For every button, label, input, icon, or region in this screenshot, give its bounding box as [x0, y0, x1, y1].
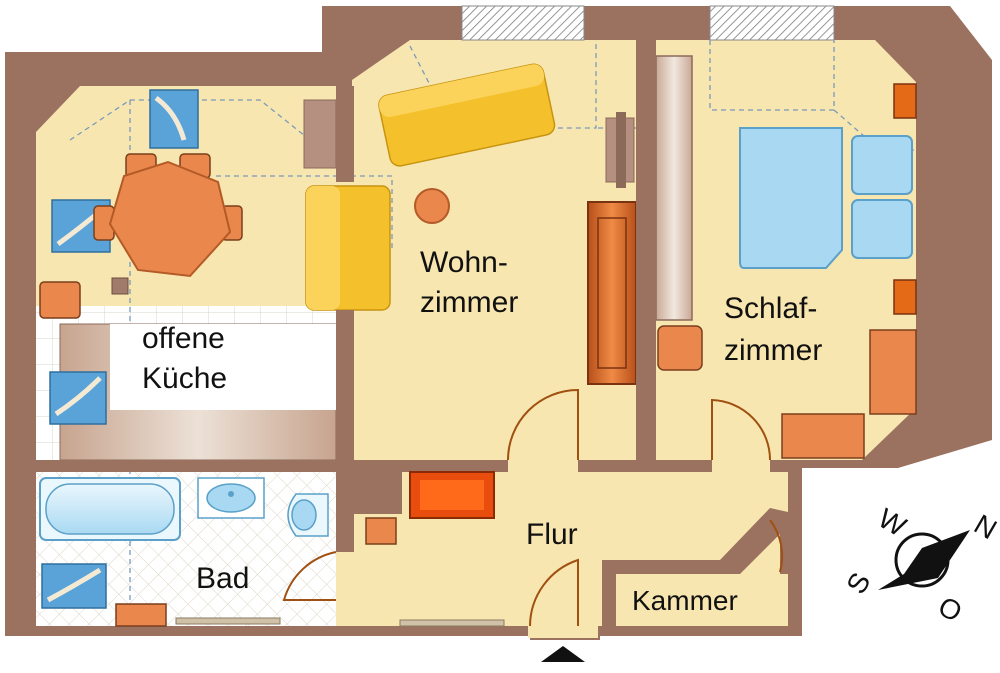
kitchen-label-line2: Küche [142, 362, 227, 395]
bedroom-bed [739, 127, 843, 269]
dining-chairs [39, 153, 243, 319]
living-sofa [378, 63, 556, 167]
bedroom-label-line1: Schlaf- [724, 292, 817, 325]
compass-east: O [933, 590, 967, 628]
bedroom-wardrobe [655, 55, 693, 321]
living-tv-cabinet [587, 201, 637, 385]
hall-label: Flur [526, 518, 578, 551]
bedroom-label-line2: zimmer [724, 334, 822, 367]
entrance-arrow [541, 646, 585, 662]
compass: N W S O [840, 502, 1000, 628]
kammer-floor [616, 574, 788, 626]
compass-north: N [969, 508, 1000, 545]
window-bedroom [709, 5, 835, 41]
bedroom-desk-chair [657, 325, 703, 371]
hall-radiator [399, 619, 505, 627]
bath-label: Bad [196, 562, 249, 595]
bedroom-dresser-side [869, 329, 917, 415]
bath-cabinet [115, 603, 167, 627]
dining-table [108, 160, 232, 278]
living-label-line2: zimmer [420, 286, 518, 319]
kitchen-small-item [111, 277, 129, 295]
bed-pillow-top [851, 135, 913, 195]
inner-walls [5, 40, 802, 636]
nightstand-top [893, 83, 917, 119]
entrance-door [529, 558, 579, 627]
bath-door [282, 551, 337, 601]
bedroom-door [711, 398, 771, 461]
living-label-line1: Wohn- [420, 246, 508, 279]
window-living [461, 5, 585, 41]
kammer-door [769, 519, 784, 573]
compass-west: W [873, 502, 912, 542]
kitchen-tall-cabinet [303, 99, 337, 169]
living-side-table [414, 188, 450, 224]
nightstand-bottom [893, 279, 917, 315]
kitchen-label-line1: offene [142, 322, 225, 355]
bath-radiator [175, 617, 281, 625]
kammer-label: Kammer [632, 585, 738, 616]
bedroom-dresser-bottom [781, 413, 865, 459]
bed-pillow-bottom [851, 199, 913, 259]
hall-small-cabinet [365, 517, 397, 545]
living-door [507, 388, 579, 461]
compass-needle-icon [878, 530, 970, 590]
compass-south: S [840, 567, 876, 599]
